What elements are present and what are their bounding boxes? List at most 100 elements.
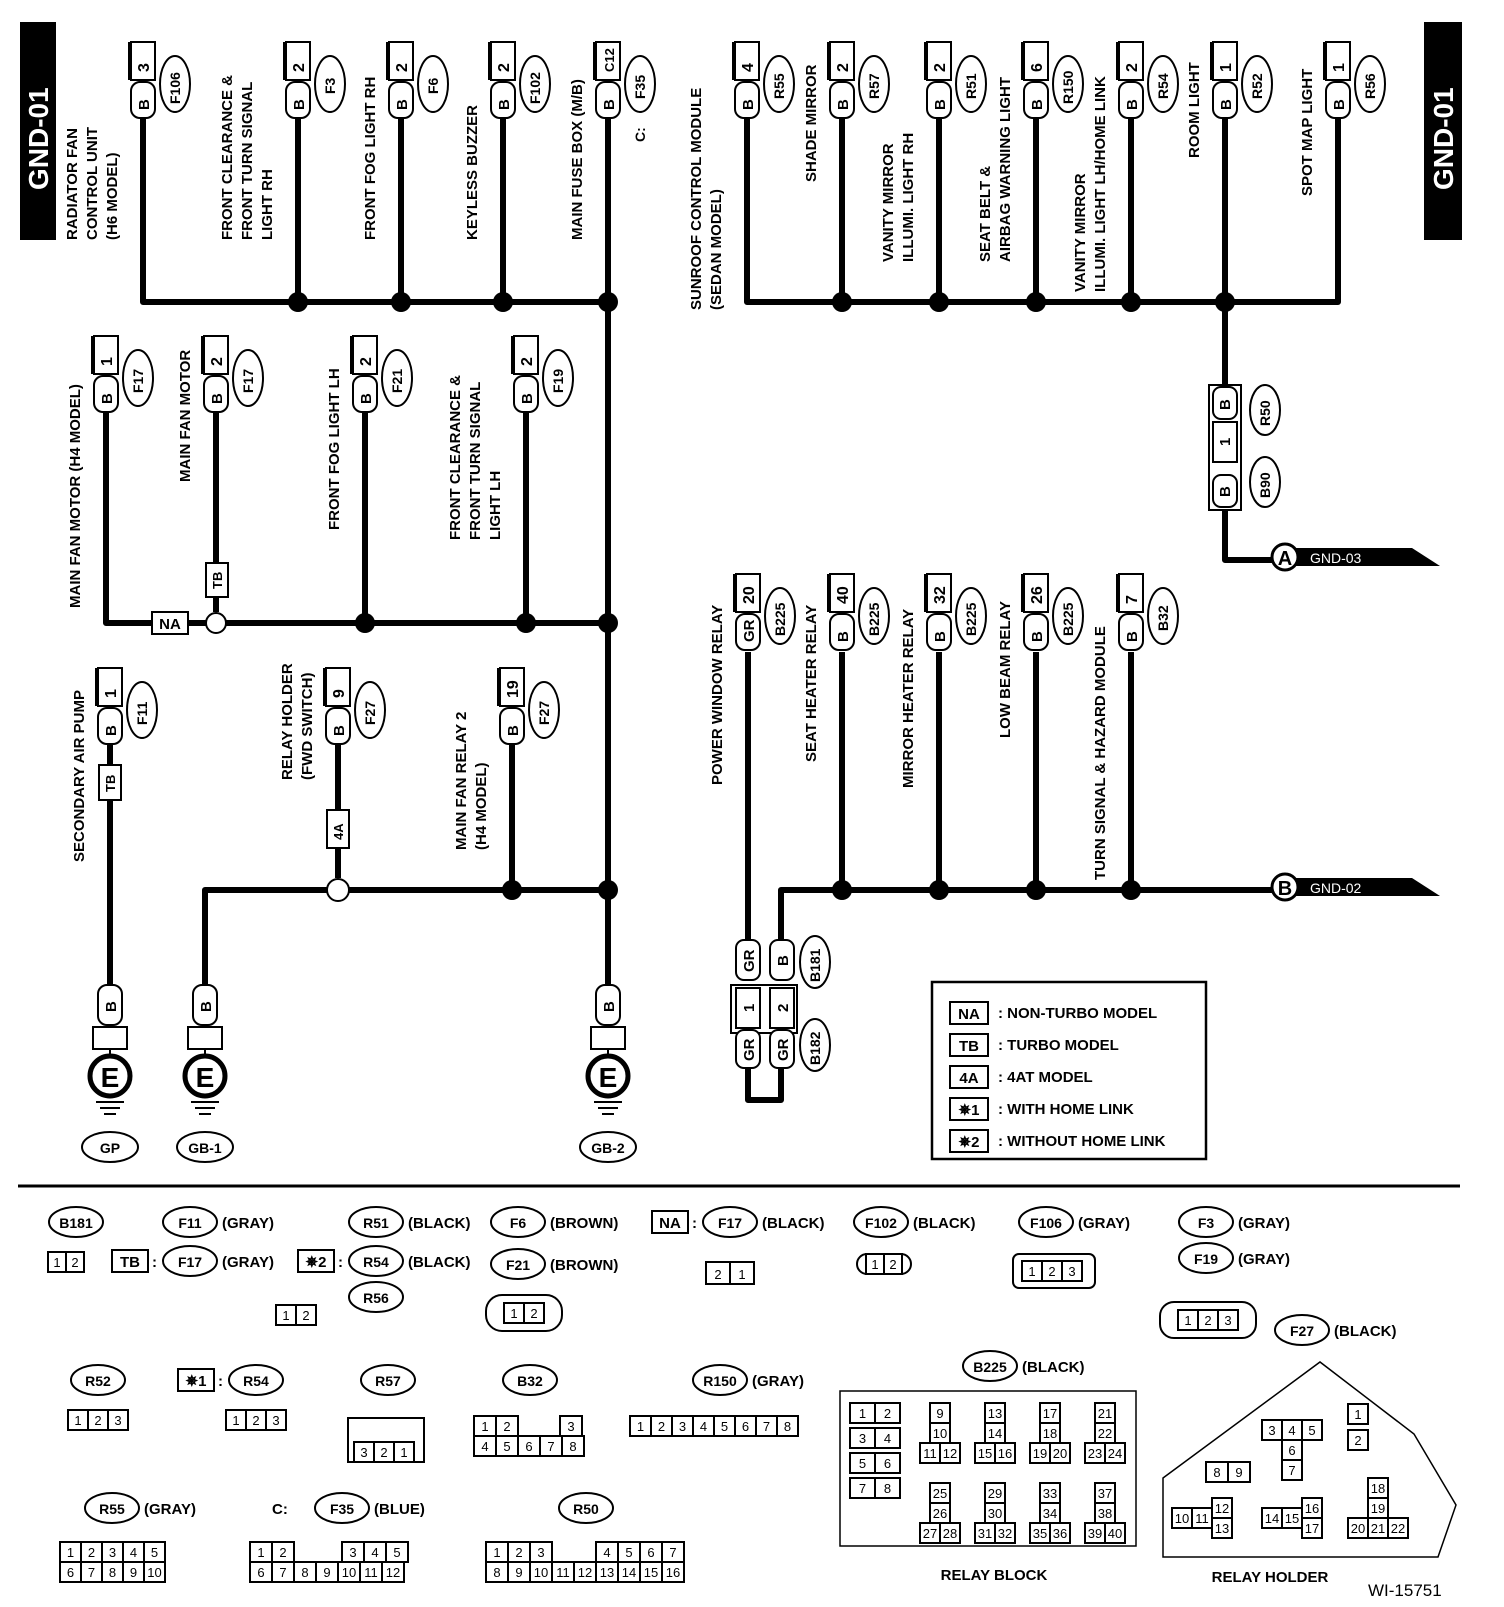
svg-text:TB: TB xyxy=(210,572,225,589)
component-label: FRONT TURN SIGNAL xyxy=(467,382,484,540)
component-label: SUNROOF CONTROL MODULE xyxy=(688,88,705,310)
component-label: POWER WINDOW RELAY xyxy=(709,605,726,785)
pin-label: 1 xyxy=(493,1545,500,1560)
connector-id: F27 xyxy=(536,701,552,725)
connector-color: (GRAY) xyxy=(222,1254,274,1271)
pin-number: 2 xyxy=(1124,63,1141,72)
wire-color: B xyxy=(103,1001,120,1012)
pin-label: 3 xyxy=(679,1419,686,1434)
pin-label: 2 xyxy=(302,1308,309,1323)
connector-id: F27 xyxy=(1290,1323,1314,1339)
connector-id: R54 xyxy=(1155,73,1171,99)
junctions xyxy=(205,292,1235,902)
pin-label: 4 xyxy=(371,1545,378,1560)
pin-label: 2 xyxy=(884,1406,891,1421)
pin-label: 1 xyxy=(74,1413,81,1428)
component-label: MAIN FAN MOTOR xyxy=(177,350,194,482)
component-label: SEAT BELT & xyxy=(977,166,994,262)
pin-label: 15 xyxy=(1285,1511,1299,1526)
joint-r50-b90: B 1 B R50 B90 xyxy=(1208,384,1281,511)
pin-number: 2 xyxy=(496,63,513,72)
output-b-gnd-02: B GND-02 xyxy=(1270,872,1440,902)
svg-text:4A: 4A xyxy=(331,823,346,840)
pin-label: 18 xyxy=(1371,1481,1385,1496)
pin-label: 8 xyxy=(884,1481,891,1496)
wire-color: B xyxy=(1218,99,1235,110)
component-label: FRONT FOG LIGHT LH xyxy=(326,368,343,530)
pin-label: 8 xyxy=(784,1419,791,1434)
pin-label: 3 xyxy=(859,1431,866,1446)
pin-label: 2 xyxy=(252,1413,259,1428)
pin-label: 12 xyxy=(1215,1501,1229,1516)
pin-label: 24 xyxy=(1108,1446,1122,1461)
pin-label: 3 xyxy=(349,1545,356,1560)
pin-label: 2 xyxy=(1204,1313,1211,1328)
pin-number: 26 xyxy=(1029,586,1046,604)
pin-row: 10 xyxy=(929,1422,951,1444)
pin-label: 2 xyxy=(71,1255,78,1270)
pin-label: 1 xyxy=(637,1419,644,1434)
connector-color: (GRAY) xyxy=(752,1373,804,1390)
wire-color: B xyxy=(505,725,522,736)
figure-id: WI-15751 xyxy=(1368,1581,1442,1600)
pin-row: 38 xyxy=(1094,1502,1116,1524)
pin-label: 2 xyxy=(503,1419,510,1434)
pin-label: 6 xyxy=(525,1439,532,1454)
pin-label: 2 xyxy=(1048,1264,1055,1279)
connector-view-r56: R56 xyxy=(348,1281,404,1313)
connector-id: R150 xyxy=(1060,70,1076,104)
pin-label: 9 xyxy=(515,1565,522,1580)
pin-number: 20 xyxy=(741,586,758,604)
connector-id: F102 xyxy=(865,1215,897,1231)
wire-color: B xyxy=(1124,99,1141,110)
pin-number: 1 xyxy=(99,357,116,366)
pin-label: 2 xyxy=(515,1545,522,1560)
connector-view-f6: F6(BROWN) xyxy=(490,1206,618,1238)
component-label: SECONDARY AIR PUMP xyxy=(71,690,88,862)
prefix-code: C: xyxy=(272,1501,288,1518)
pin-label: 28 xyxy=(943,1526,957,1541)
pin-label: 6 xyxy=(67,1565,74,1580)
pin-number: 1 xyxy=(103,689,120,698)
wire-color: B xyxy=(291,99,308,110)
component-label: MAIN FUSE BOX (M/B) xyxy=(569,79,586,240)
component-label: RELAY HOLDER xyxy=(279,663,296,780)
pin-label: 13 xyxy=(1215,1521,1229,1536)
pin-number: 1 xyxy=(1218,63,1235,72)
legend-code: ✵2 xyxy=(958,1134,980,1151)
component-label: MIRROR HEATER RELAY xyxy=(900,609,917,788)
component-label: CONTROL UNIT xyxy=(84,127,101,240)
pin-label: 1 xyxy=(53,1255,60,1270)
connector-id: R54 xyxy=(363,1254,389,1270)
title-bar-left: GND-01 xyxy=(20,22,56,240)
pin-label: 1 xyxy=(738,1267,745,1282)
pin-label: 3 xyxy=(272,1413,279,1428)
pin-label: 2 xyxy=(88,1545,95,1560)
pin-label: 6 xyxy=(647,1545,654,1560)
pin-row: 16 xyxy=(1301,1497,1323,1519)
component-label: ROOM LIGHT xyxy=(1186,62,1203,158)
pin-label: 2 xyxy=(94,1413,101,1428)
connector-view-r52: R52 xyxy=(70,1364,126,1396)
pin-label: 5 xyxy=(859,1456,866,1471)
pin-label: 9 xyxy=(323,1565,330,1580)
connector-id: F17 xyxy=(130,369,146,393)
pin-label: 1 xyxy=(859,1406,866,1421)
connector-view-f35: C:F35(BLUE) xyxy=(272,1492,425,1524)
